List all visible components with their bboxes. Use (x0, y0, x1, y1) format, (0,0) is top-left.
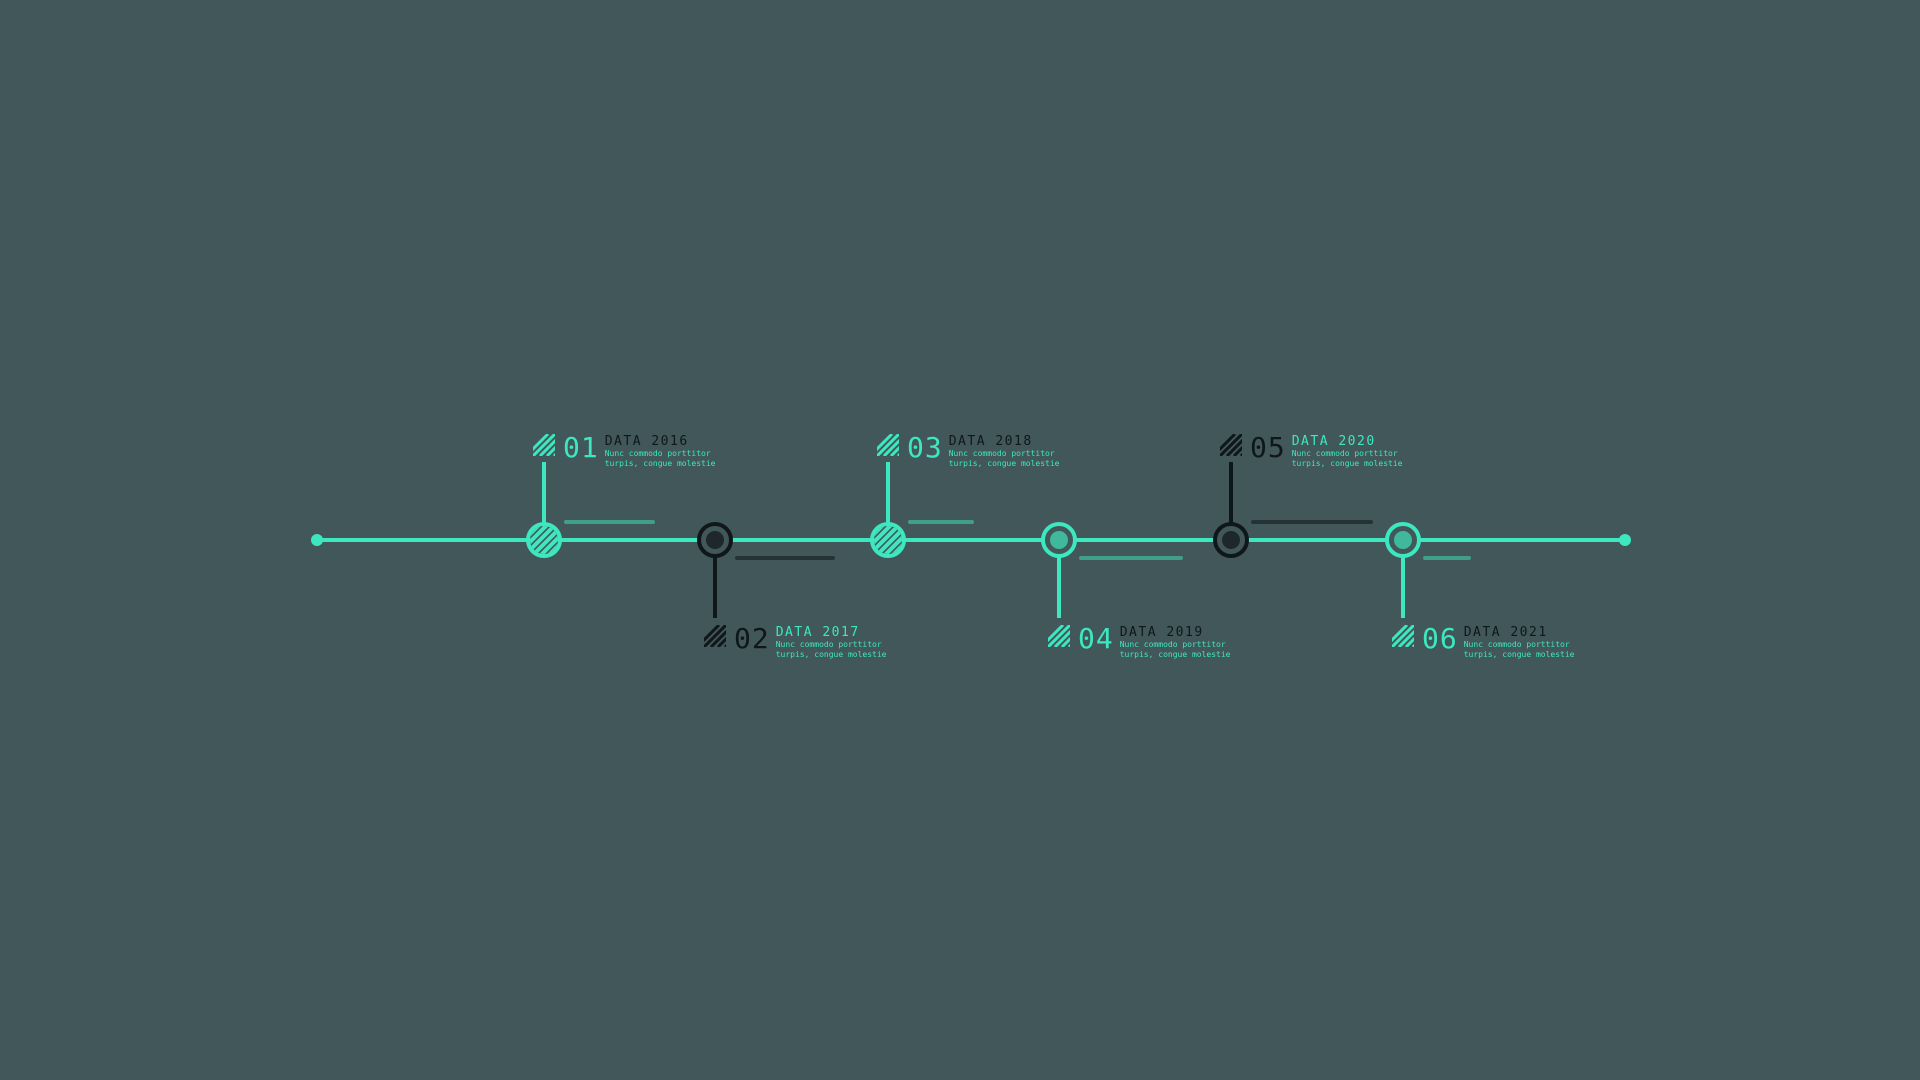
node-circle (526, 522, 562, 558)
hatch-icon (704, 625, 726, 649)
item-desc-line1: Nunc commodo porttitor (1291, 449, 1398, 458)
hatch-icon (1220, 434, 1242, 458)
item-desc-line1: Nunc commodo porttitor (1463, 640, 1570, 649)
item-number: 03 (907, 431, 943, 464)
item-desc-line2: turpis, congue molestie (604, 459, 716, 468)
item-desc-line1: Nunc commodo porttitor (775, 640, 882, 649)
timeline-node-06 (1385, 522, 1471, 618)
timeline-label-06: 06 DATA 2021 Nunc commodo porttitor turp… (1392, 625, 1575, 660)
node-center (1222, 531, 1240, 549)
item-desc-line2: turpis, congue molestie (948, 459, 1060, 468)
timeline-label-03: 03 DATA 2018 Nunc commodo porttitor turp… (877, 434, 1060, 469)
node-center (706, 531, 724, 549)
item-number: 04 (1078, 622, 1114, 655)
item-number: 05 (1250, 431, 1286, 464)
item-desc-line2: turpis, congue molestie (1119, 650, 1231, 659)
item-number: 06 (1422, 622, 1458, 655)
item-desc-line1: Nunc commodo porttitor (1119, 640, 1226, 649)
timeline-end-dot (1619, 534, 1631, 546)
node-center (1394, 531, 1412, 549)
node-center (1050, 531, 1068, 549)
timeline-node-03 (870, 462, 974, 558)
item-desc-line2: turpis, congue molestie (1291, 459, 1403, 468)
hatch-icon (1048, 625, 1070, 649)
timeline-node-01 (526, 462, 655, 558)
item-title: DATA 2021 (1463, 625, 1548, 640)
item-title: DATA 2017 (775, 625, 860, 640)
item-title: DATA 2016 (604, 434, 689, 449)
item-desc-line1: Nunc commodo porttitor (604, 449, 711, 458)
item-desc-line1: Nunc commodo porttitor (948, 449, 1055, 458)
timeline-label-04: 04 DATA 2019 Nunc commodo porttitor turp… (1048, 625, 1231, 660)
node-circle (870, 522, 906, 558)
item-number: 02 (734, 622, 770, 655)
hatch-icon (877, 434, 899, 458)
timeline-start-dot (311, 534, 323, 546)
item-title: DATA 2018 (948, 434, 1033, 449)
timeline-node-05 (1213, 462, 1373, 558)
hatch-icon (533, 434, 555, 458)
item-title: DATA 2020 (1291, 434, 1376, 449)
item-number: 01 (563, 431, 599, 464)
hatch-icon (1392, 625, 1414, 649)
item-desc-line2: turpis, congue molestie (775, 650, 887, 659)
timeline-node-02 (697, 522, 835, 618)
item-title: DATA 2019 (1119, 625, 1204, 640)
timeline-label-02: 02 DATA 2017 Nunc commodo porttitor turp… (704, 625, 887, 660)
timeline-label-05: 05 DATA 2020 Nunc commodo porttitor turp… (1220, 434, 1403, 469)
timeline-label-01: 01 DATA 2016 Nunc commodo porttitor turp… (533, 434, 716, 469)
item-desc-line2: turpis, congue molestie (1463, 650, 1575, 659)
timeline-node-04 (1041, 522, 1183, 618)
